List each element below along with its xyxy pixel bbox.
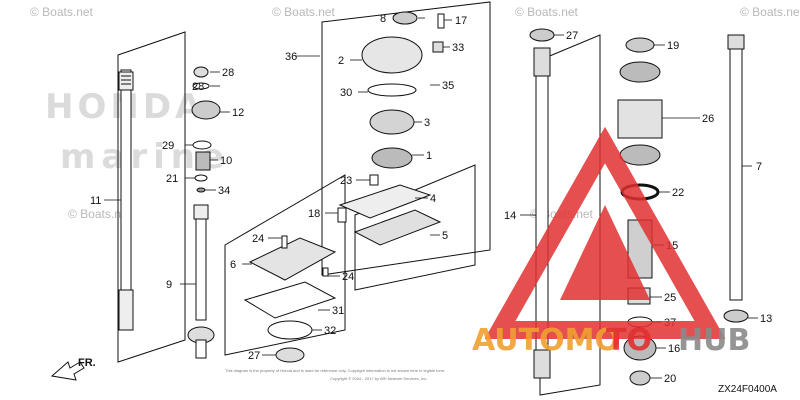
callout-11: 11: [90, 195, 101, 207]
callout-26: 26: [702, 113, 714, 125]
callout-32: 32: [324, 325, 336, 337]
callout-27a: 27: [248, 350, 260, 362]
site-watermark: © Boats.net: [272, 5, 336, 19]
callout-30: 30: [340, 87, 352, 99]
overlay-brand-right: HUB: [678, 323, 750, 358]
overlay-brand-mid: TO: [606, 323, 652, 358]
frame-pump-housing: [354, 164, 476, 291]
site-watermark: © Boats.net: [515, 5, 579, 19]
callout-28: 28: [222, 67, 234, 79]
lower-pump-parts: [243, 235, 337, 363]
front-direction-indicator: FR.: [50, 357, 96, 381]
part-7-tube: [723, 34, 749, 323]
site-watermark: © Boats.net: [30, 5, 94, 19]
site-watermark: © Boats.net: [740, 5, 800, 19]
copyright-line-1: This diagram is the property of Honda an…: [225, 368, 445, 373]
part-23-key: [369, 174, 379, 186]
overlay-brand-left: AUTOMO: [472, 323, 620, 358]
part-33-collar: [432, 41, 444, 53]
callout-28: 28: [192, 81, 204, 93]
callout-3: 3: [424, 117, 430, 129]
part-20-nut: [629, 370, 651, 386]
part-26-race: [617, 99, 663, 139]
callout-18: 18: [308, 208, 320, 220]
frame-lower-pump: [224, 174, 346, 356]
copyright-line-2: Copyright © 2004 - 2017 by ARI Network S…: [330, 376, 427, 381]
part-28-washer: [192, 82, 210, 90]
part-2-pump-housing: [361, 36, 423, 74]
callout-9: 9: [166, 279, 172, 291]
part-32-oring: [267, 320, 313, 340]
part-3-liner: [369, 109, 415, 135]
part-14-propeller-shaft: [529, 28, 555, 379]
part-30-oring: [367, 83, 417, 97]
callout-6: 6: [230, 259, 236, 271]
callout-10: 10: [220, 155, 232, 167]
part-1-impeller: [371, 147, 413, 169]
part-8-grommet: [392, 11, 418, 25]
warning-triangle-inner-icon: [560, 205, 650, 300]
part-21-clip: [194, 174, 208, 182]
leader-lines: [104, 17, 758, 379]
callout-2: 2: [338, 55, 344, 67]
front-label: FR.: [78, 357, 96, 369]
part-17-bolt: [437, 13, 445, 29]
frame-water-pump: [321, 1, 491, 276]
part-19-seal: [625, 37, 655, 53]
part-24-stud: [281, 235, 288, 249]
callout-36: 36: [285, 51, 297, 63]
callout-27b: 27: [566, 30, 578, 42]
part-5-plate: [353, 209, 442, 246]
part-4-gasket: [338, 184, 432, 219]
callout-34: 34: [218, 185, 230, 197]
callout-24a: 24: [252, 233, 264, 245]
part-26-bearing-top: [619, 61, 661, 83]
water-pump-parts: [337, 11, 445, 246]
front-arrow-icon: [50, 361, 85, 381]
callout-20: 20: [664, 373, 676, 385]
part-34-pin: [196, 187, 206, 193]
warning-triangle-icon: [484, 126, 726, 339]
part-31-gasket: [243, 281, 337, 319]
callout-19: 19: [667, 40, 679, 52]
part-11-drive-shaft: [118, 69, 134, 331]
part-29-oring: [192, 140, 212, 150]
part-12-gear: [191, 100, 221, 120]
callout-1: 1: [426, 150, 432, 162]
part-9-vertical-shaft: [187, 204, 215, 359]
part-13-seal: [723, 309, 749, 323]
part-18-bolt: [337, 207, 347, 223]
callout-31: 31: [332, 305, 344, 317]
callout-22: 22: [672, 187, 684, 199]
callout-8: 8: [380, 13, 386, 25]
callout-17: 17: [455, 15, 467, 27]
callout-14: 14: [504, 210, 516, 222]
part-28-nut: [193, 66, 209, 78]
callout-25: 25: [664, 292, 676, 304]
callout-21: 21: [166, 173, 178, 185]
frame-vertical-shaft: [117, 31, 186, 363]
callout-16: 16: [668, 343, 680, 355]
callout-5: 5: [442, 230, 448, 242]
callout-7: 7: [756, 161, 762, 173]
callout-23: 23: [340, 175, 352, 187]
part-26-bearing-bottom: [619, 144, 661, 166]
site-watermark: © Boats.net: [68, 207, 132, 221]
callout-numbers: 28 28 12 29 10 21 34 11 9 36 2 30 3 1 23…: [90, 13, 772, 385]
callout-24b: 24: [342, 271, 354, 283]
diagram-reference: ZX24F0400A: [718, 384, 777, 395]
callout-12: 12: [232, 107, 244, 119]
part-10-spring: [195, 151, 211, 171]
callout-13: 13: [760, 313, 772, 325]
automotohub-watermark: AUTOMO TO HUB: [472, 126, 750, 358]
part-24-pin: [322, 267, 329, 277]
callout-35: 35: [442, 80, 454, 92]
part-27-seal: [275, 347, 305, 363]
callout-4: 4: [430, 193, 436, 205]
callout-33: 33: [452, 42, 464, 54]
callout-29: 29: [162, 140, 174, 152]
